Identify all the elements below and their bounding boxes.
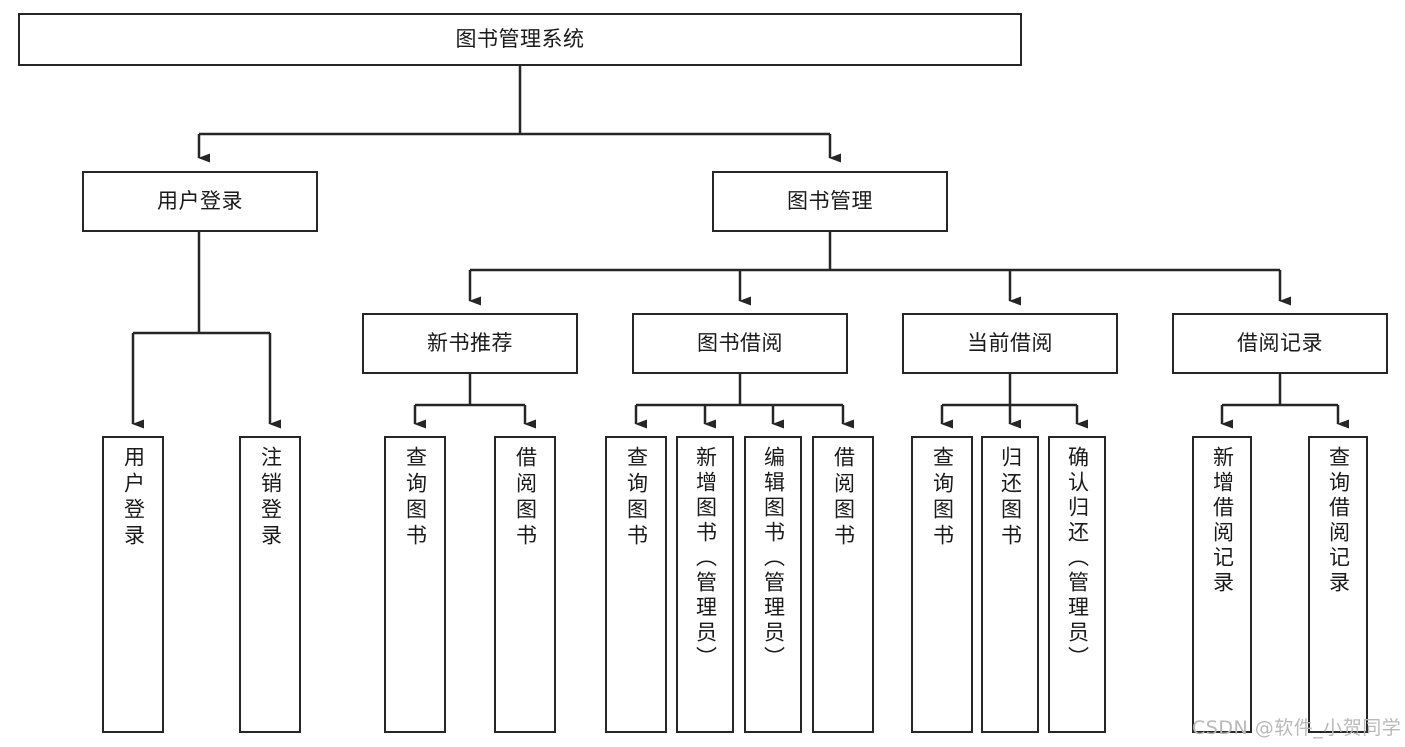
leaf-query-book-recommend[interactable]: 查询图书 [384, 436, 446, 733]
leaf-query-book-borrow-label: 查询图书 [624, 446, 649, 550]
node-book-borrow[interactable]: 图书借阅 [632, 313, 848, 374]
node-borrow-record[interactable]: 借阅记录 [1172, 313, 1388, 374]
node-root-label: 图书管理系统 [455, 26, 585, 51]
leaf-query-book-borrow[interactable]: 查询图书 [605, 436, 667, 733]
node-book-management[interactable]: 图书管理 [712, 171, 948, 232]
node-new-book-recommend[interactable]: 新书推荐 [362, 313, 578, 374]
node-new-book-recommend-label: 新书推荐 [427, 330, 513, 355]
leaf-add-borrow-record-label: 新增借阅记录 [1210, 446, 1235, 596]
leaf-user-login-label: 用户登录 [121, 446, 146, 550]
leaf-edit-book-admin-label: 编辑图书（管理员） [761, 446, 786, 671]
leaf-query-book-recommend-label: 查询图书 [403, 446, 428, 550]
node-book-management-label: 图书管理 [787, 188, 873, 213]
leaf-add-book-admin[interactable]: 新增图书（管理员） [676, 436, 734, 733]
leaf-borrow-book-recommend-label: 借阅图书 [513, 446, 538, 550]
node-user-login-label: 用户登录 [157, 188, 243, 213]
leaf-return-book[interactable]: 归还图书 [981, 436, 1039, 733]
leaf-add-book-admin-label: 新增图书（管理员） [693, 446, 718, 671]
node-current-borrow-label: 当前借阅 [967, 330, 1053, 355]
leaf-user-login[interactable]: 用户登录 [102, 436, 164, 733]
leaf-query-book-current-label: 查询图书 [930, 446, 955, 550]
leaf-confirm-return-admin-label: 确认归还（管理员） [1065, 446, 1090, 671]
node-borrow-record-label: 借阅记录 [1237, 330, 1323, 355]
leaf-confirm-return-admin[interactable]: 确认归还（管理员） [1048, 436, 1106, 733]
node-book-borrow-label: 图书借阅 [697, 330, 783, 355]
leaf-logout-label: 注销登录 [258, 446, 283, 550]
csdn-watermark: CSDN @软件_小贺同学 [1192, 717, 1402, 739]
leaf-edit-book-admin[interactable]: 编辑图书（管理员） [744, 436, 802, 733]
leaf-query-borrow-record-label: 查询借阅记录 [1326, 446, 1351, 596]
leaf-logout[interactable]: 注销登录 [239, 436, 301, 733]
node-root[interactable]: 图书管理系统 [18, 13, 1022, 66]
leaf-borrow-book-label: 借阅图书 [831, 446, 856, 550]
leaf-return-book-label: 归还图书 [998, 446, 1023, 550]
leaf-borrow-book[interactable]: 借阅图书 [812, 436, 874, 733]
leaf-borrow-book-recommend[interactable]: 借阅图书 [494, 436, 556, 733]
leaf-add-borrow-record[interactable]: 新增借阅记录 [1192, 436, 1252, 733]
leaf-query-book-current[interactable]: 查询图书 [911, 436, 973, 733]
node-current-borrow[interactable]: 当前借阅 [902, 313, 1118, 374]
node-user-login[interactable]: 用户登录 [82, 171, 318, 232]
leaf-query-borrow-record[interactable]: 查询借阅记录 [1308, 436, 1368, 733]
